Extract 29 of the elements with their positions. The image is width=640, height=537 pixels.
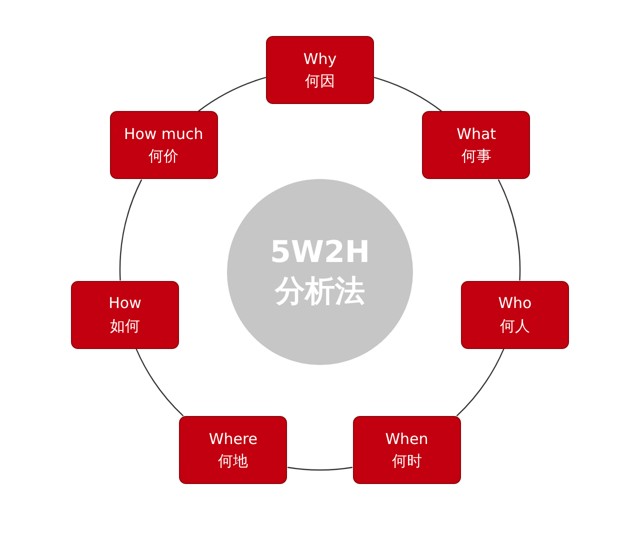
english-label: Where xyxy=(208,430,258,448)
ring-connector xyxy=(456,348,504,416)
ring-connector xyxy=(120,179,142,280)
ring-connector xyxy=(374,76,442,112)
chinese-label: 何因 xyxy=(305,73,335,90)
ring-connector xyxy=(198,76,266,112)
chinese-label: 何价 xyxy=(148,148,179,165)
chinese-label: 何地 xyxy=(218,453,248,470)
english-label: Who xyxy=(498,295,532,312)
question-box xyxy=(71,280,179,348)
english-label: How much xyxy=(124,126,204,142)
question-box xyxy=(352,416,461,484)
question-box xyxy=(460,280,569,348)
question-box xyxy=(110,111,218,180)
english-label: What xyxy=(456,126,496,142)
ring-connector xyxy=(498,179,520,280)
question-box xyxy=(422,111,530,180)
ring-connector xyxy=(136,348,184,416)
center-title: 5W2H 分析法 xyxy=(269,234,371,311)
question-box xyxy=(266,36,374,104)
english-label: How xyxy=(108,295,142,312)
ring-connector xyxy=(288,466,352,471)
chinese-label: 何事 xyxy=(461,148,492,165)
chinese-label: 何时 xyxy=(392,453,422,470)
english-label: When xyxy=(385,430,428,448)
chinese-label: 如何 xyxy=(110,318,140,334)
question-box xyxy=(179,416,288,484)
english-label: Why xyxy=(303,50,337,67)
chinese-label: 何人 xyxy=(500,318,530,334)
